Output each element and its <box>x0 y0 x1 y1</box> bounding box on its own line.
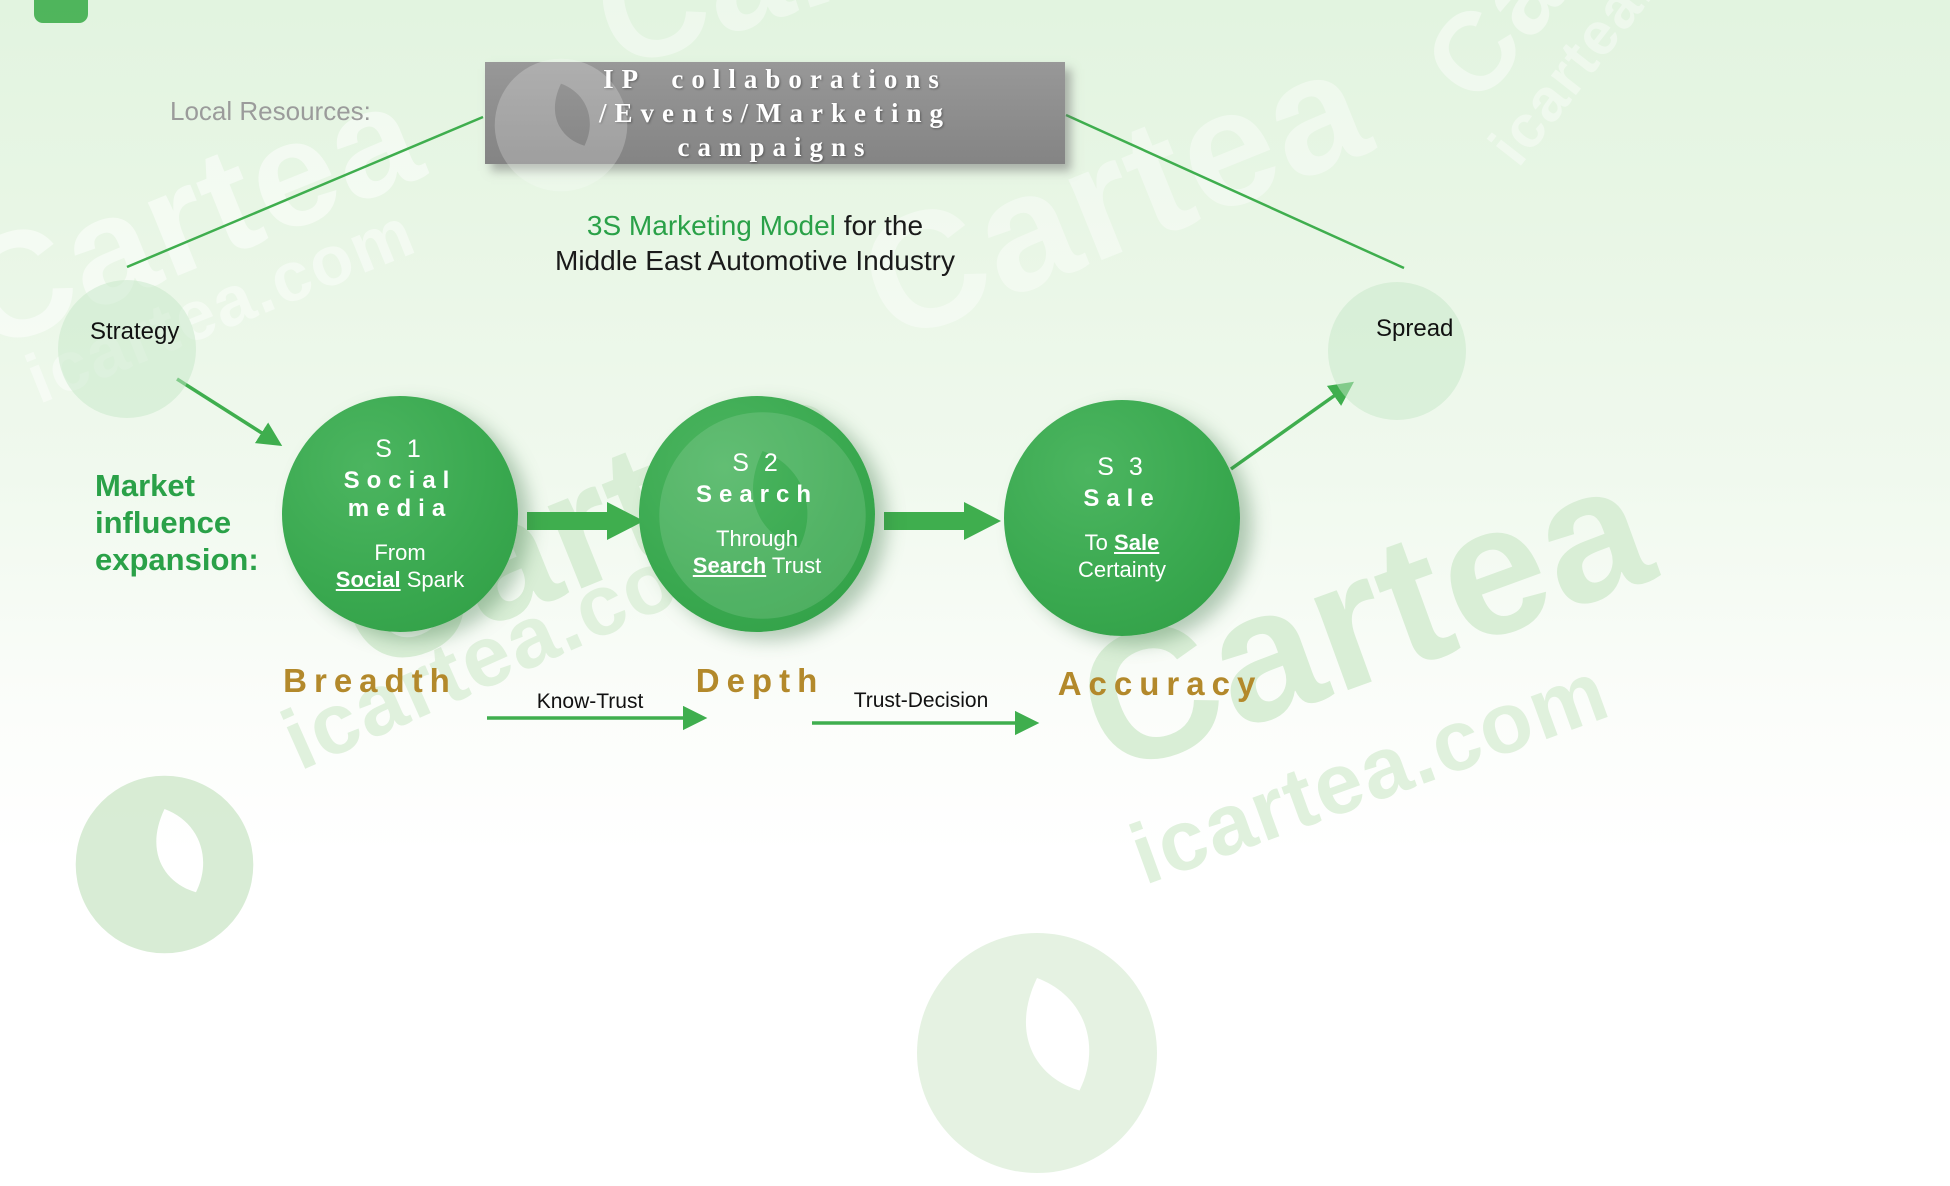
strategy-halo <box>58 280 196 418</box>
arrow-s1-to-s2 <box>527 502 644 540</box>
title-line2: Middle East Automotive Industry <box>555 245 955 276</box>
metric-label-depth: Depth <box>695 662 825 699</box>
watermark-fragment <box>34 0 88 23</box>
arrow-strategy-to-s1 <box>176 377 283 446</box>
page-title: 3S Marketing Model for the Middle East A… <box>555 208 955 278</box>
cartea-logo-watermark-icon <box>912 928 1162 1178</box>
market-influence-label: Market influence expansion: <box>95 468 259 577</box>
watermark-domain-text: icartea.com <box>1475 0 1748 177</box>
box-line: IP collaborations <box>603 64 947 94</box>
transition-label-trust-decision: Trust-Decision <box>853 689 989 712</box>
stage-desc: From Social Spark <box>335 540 465 592</box>
stage-desc: To Sale Certainty <box>1077 530 1167 582</box>
arrow-s2-to-s3 <box>884 502 1001 540</box>
ip-collaborations-box: IP collaborations /Events/Marketing camp… <box>485 62 1065 164</box>
title-highlight: 3S Marketing Model <box>586 210 836 241</box>
arrow-s3-to-spread <box>1229 381 1354 471</box>
line-box-to-spread <box>1065 113 1405 270</box>
line-box-to-strategy <box>126 115 484 269</box>
metric-label-breadth: Breadth <box>283 662 457 699</box>
stage-id: S 1 <box>375 435 425 463</box>
stage-circle-s2: S 2 Search Through Search Trust <box>639 396 875 632</box>
stage-circle-s1: S 1 Social media From Social Spark <box>282 396 518 632</box>
metric-label-accuracy: Accuracy <box>1057 665 1263 702</box>
stage-id: S 2 <box>732 449 782 477</box>
box-line: /Events/Marketing <box>599 98 951 128</box>
stage-name: Sale <box>1083 485 1161 512</box>
box-line: campaigns <box>677 132 873 162</box>
stage-name: Search <box>695 481 819 508</box>
title-rest: for the <box>835 210 924 241</box>
strategy-label: Strategy <box>90 318 180 345</box>
transition-label-know-trust: Know-Trust <box>536 690 644 713</box>
stage-circle-s3: S 3 Sale To Sale Certainty <box>1004 400 1240 636</box>
cartea-logo-watermark-icon <box>72 772 257 957</box>
stage-desc: Through Search Trust <box>692 526 822 578</box>
title-line1: 3S Marketing Model for the <box>555 208 955 243</box>
spread-halo <box>1328 282 1466 420</box>
spread-label: Spread <box>1376 315 1454 342</box>
watermark-brand-text: Cartea <box>1398 0 1722 124</box>
stage-id: S 3 <box>1097 453 1147 481</box>
local-resources-label: Local Resources: <box>170 96 371 126</box>
stage-name: Social media <box>343 467 457 522</box>
